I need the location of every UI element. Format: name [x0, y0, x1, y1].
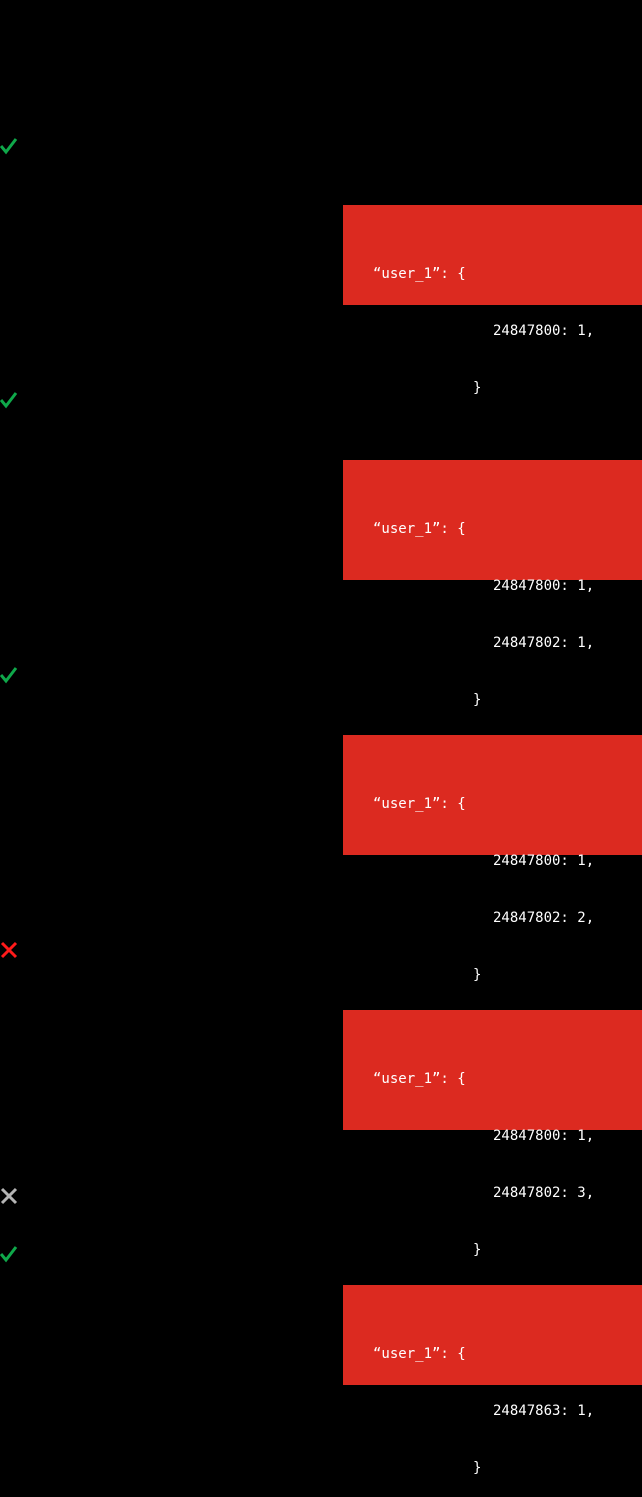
check-icon: [0, 137, 18, 155]
code-entry: 24847800: 1,: [493, 578, 595, 594]
check-icon: [0, 666, 18, 684]
code-entry: 24847800: 1,: [493, 853, 595, 869]
code-close-brace: }: [473, 692, 482, 708]
code-close-brace: }: [473, 967, 482, 983]
code-key-line: “user_1”: {: [373, 1071, 466, 1087]
code-entry: 24847802: 3,: [493, 1185, 595, 1201]
code-box: “user_1”: { 24847800: 1, 24847802: 3, }: [343, 1010, 642, 1258]
code-key-line: “user_1”: {: [373, 521, 466, 537]
code-close-brace: }: [473, 380, 482, 396]
code-key-line: “user_1”: {: [373, 1346, 466, 1362]
code-entry: 24847802: 2,: [493, 910, 595, 926]
code-box: “user_1”: { 24847863: 1, }: [343, 1285, 642, 1476]
code-entry: 24847802: 1,: [493, 635, 595, 651]
code-box: “user_1”: { 24847800: 1, 24847802: 1, }: [343, 460, 642, 708]
check-icon: [0, 391, 18, 409]
code-key-line: “user_1”: {: [373, 266, 466, 282]
check-icon: [0, 1245, 18, 1263]
code-close-brace: }: [473, 1460, 482, 1476]
code-close-brace: }: [473, 1242, 482, 1258]
cross-icon: [0, 941, 18, 959]
code-entry: 24847863: 1,: [493, 1403, 595, 1419]
code-entry: 24847800: 1,: [493, 323, 595, 339]
code-key-line: “user_1”: {: [373, 796, 466, 812]
code-box: “user_1”: { 24847800: 1, }: [343, 205, 642, 396]
cross-icon: [0, 1187, 18, 1205]
code-entry: 24847800: 1,: [493, 1128, 595, 1144]
code-box: “user_1”: { 24847800: 1, 24847802: 2, }: [343, 735, 642, 983]
